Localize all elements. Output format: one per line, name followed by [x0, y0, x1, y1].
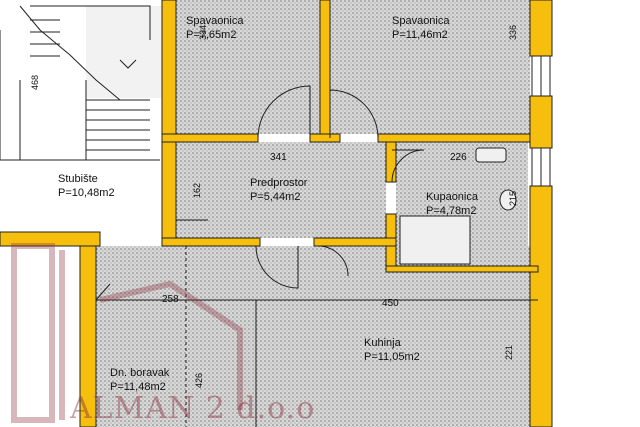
- door-hall-right: [317, 245, 349, 277]
- room-area: P=11,48m2: [110, 381, 166, 393]
- door-hall-left: [255, 245, 299, 289]
- wall-hall-bottom-left: [0, 231, 101, 247]
- wall-left-lower: [79, 245, 97, 427]
- interior-lines: [95, 246, 538, 427]
- staircase: [0, 5, 160, 161]
- room-name: Dn. boravak: [110, 367, 170, 379]
- room-area: P=7,65m2: [186, 29, 236, 41]
- dimension: 258: [162, 294, 179, 305]
- bathtub: [399, 215, 471, 265]
- wall-right-upper: [529, 0, 553, 57]
- wall-bath-bottom: [385, 265, 539, 273]
- dimension: 162: [192, 183, 202, 198]
- wall-right-lower: [529, 185, 553, 427]
- predprostor-floor: [176, 142, 386, 238]
- wall-bedroom-bottom-mid: [309, 133, 341, 143]
- wall-between-bedrooms: [319, 0, 331, 135]
- wall-right-mid: [529, 95, 553, 149]
- wall-bedroom-bottom-right: [377, 133, 539, 143]
- bathroom-fixtures: [399, 147, 517, 265]
- room-name: Spavaonica: [186, 15, 244, 27]
- dimension: 334: [198, 25, 208, 40]
- dimension: 221: [504, 345, 514, 360]
- toilet: [499, 189, 517, 211]
- room-name: Kuhinja: [364, 337, 402, 349]
- room-name: Kupaonica: [426, 191, 479, 203]
- dimension: 215: [508, 191, 518, 206]
- room-area: P=4,78m2: [426, 205, 476, 217]
- dimension-labels: 334 336 468 341 162 226 215 258 450 221 …: [30, 25, 518, 388]
- room-name: Predprostor: [250, 177, 308, 189]
- wall-bedroom-bottom-left: [161, 133, 259, 143]
- room-area: P=11,46m2: [392, 29, 448, 41]
- watermark-logo: [11, 243, 243, 423]
- room-floors: [86, 0, 538, 427]
- door-bedroom-2: [329, 89, 379, 139]
- watermark: ALMAN 2 d.o.o: [11, 243, 315, 426]
- watermark-text: ALMAN 2 d.o.o: [69, 391, 315, 426]
- dimension: 426: [194, 373, 204, 388]
- dimension: 468: [30, 75, 40, 90]
- room-labels: Spavaonica P=7,65m2 Spavaonica P=11,46m2…: [58, 15, 479, 393]
- wall-hall-bottom-right: [313, 237, 397, 247]
- room-area: P=10,48m2: [58, 187, 115, 199]
- dimension: 450: [382, 298, 399, 309]
- spavaonica-2-floor: [330, 0, 530, 134]
- windows: [531, 55, 551, 187]
- room-area: P=11,05m2: [364, 351, 420, 363]
- door-bedroom-1: [257, 85, 311, 139]
- dimension: 341: [270, 152, 287, 163]
- dimension: 336: [508, 25, 518, 40]
- dimension: 226: [450, 152, 467, 163]
- door-bathroom: [391, 149, 425, 183]
- room-name: Stubište: [58, 173, 98, 185]
- spavaonica-1-floor: [172, 0, 320, 134]
- stair-landing-floor: [86, 6, 164, 98]
- room-area: P=5,44m2: [250, 191, 300, 203]
- wall-hall-bottom-mid: [161, 237, 261, 247]
- wall-bath-left: [385, 141, 397, 183]
- wall-left-stair: [161, 0, 177, 247]
- kitchen-living-floor: [96, 246, 538, 427]
- bath-basin: [475, 147, 507, 163]
- door-swings: [176, 85, 425, 289]
- room-name: Spavaonica: [392, 15, 450, 27]
